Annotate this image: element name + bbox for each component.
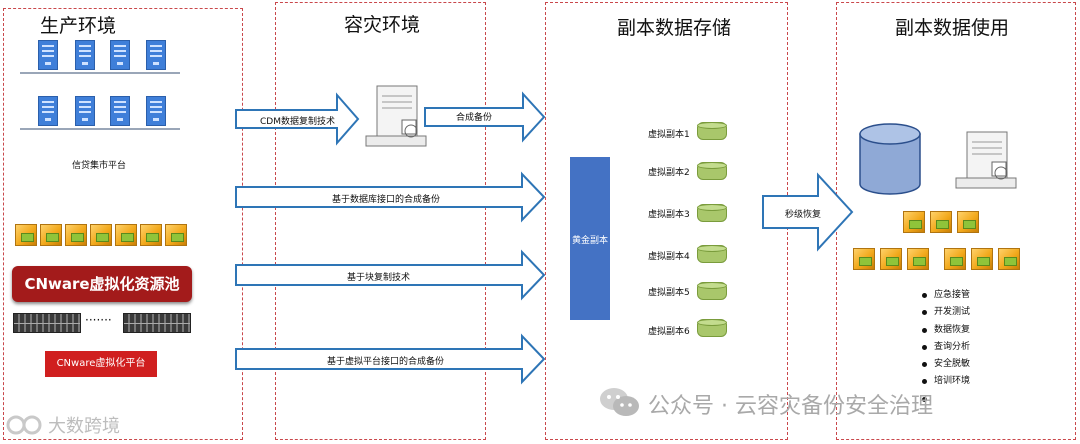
disk-icon xyxy=(697,204,727,222)
server-icon xyxy=(75,40,95,70)
storage-rack-icon xyxy=(13,313,81,333)
replica-storage-title: 副本数据存储 xyxy=(617,17,732,39)
vm-cube-icon xyxy=(165,224,187,246)
vm-cube-icon xyxy=(90,224,112,246)
vm-cube-icon xyxy=(930,211,952,233)
golden-copy-block: 黄金副本 xyxy=(570,157,610,320)
vm-cube-icon xyxy=(998,248,1020,270)
cdm-arrow-label: CDM数据复制技术 xyxy=(260,117,335,127)
server-icon xyxy=(110,40,130,70)
db-interface-arrow xyxy=(235,171,546,223)
cdm-arrow xyxy=(235,92,360,146)
list-item xyxy=(922,391,970,408)
disk-icon xyxy=(697,122,727,140)
block-replication-label: 基于块复制技术 xyxy=(347,273,411,283)
server-icon xyxy=(38,96,58,126)
list-item: 培训环境 xyxy=(922,373,970,390)
wechat-watermark: 公众号 · 云容灾备份安全治理 xyxy=(648,394,933,419)
virt-interface-backup-label: 基于虚拟平台接口的合成备份 xyxy=(327,357,445,367)
list-item: 开发测试 xyxy=(922,304,970,321)
second-recovery-arrow xyxy=(762,172,854,252)
production-title: 生产环境 xyxy=(40,15,117,37)
synthetic-backup-arrow xyxy=(424,91,546,143)
vm-cube-icon xyxy=(903,211,925,233)
list-item: 安全脱敏 xyxy=(922,356,970,373)
usage-server-icon xyxy=(955,131,1017,189)
list-item: 应急接管 xyxy=(922,287,970,304)
virtual-copy-label: 虚拟副本6 xyxy=(648,327,690,337)
vm-cube-icon xyxy=(140,224,162,246)
golden-copy-label: 黄金副本 xyxy=(571,236,608,246)
corner-logo-icon xyxy=(6,415,42,435)
vm-cube-icon xyxy=(115,224,137,246)
wechat-icon xyxy=(600,388,639,416)
usage-scenario-list: 应急接管 开发测试 数据恢复 查询分析 安全脱敏 培训环境 xyxy=(922,287,970,408)
credit-mart-platform-label: 信贷集市平台 xyxy=(72,161,127,171)
corner-watermark: 大数跨境 xyxy=(48,416,120,437)
virtualization-platform-box: CNware虚拟化平台 xyxy=(45,351,157,377)
rack-ellipsis: ······· xyxy=(85,313,112,327)
block-replication-arrow xyxy=(235,249,546,301)
virtual-copy-label: 虚拟副本5 xyxy=(648,288,690,298)
server-icon xyxy=(75,96,95,126)
synthetic-backup-label: 合成备份 xyxy=(456,113,493,123)
virt-interface-arrow xyxy=(235,333,546,385)
vm-cube-icon xyxy=(40,224,62,246)
vm-cube-icon xyxy=(15,224,37,246)
virtual-copy-label: 虚拟副本4 xyxy=(648,252,690,262)
second-recovery-label: 秒级恢复 xyxy=(785,210,822,220)
vm-cube-icon xyxy=(907,248,929,270)
virtual-copy-label: 虚拟副本1 xyxy=(648,130,690,140)
vm-cube-icon xyxy=(853,248,875,270)
disaster-recovery-title: 容灾环境 xyxy=(344,14,421,36)
server-icon xyxy=(146,40,166,70)
disaster-recovery-panel xyxy=(275,2,486,440)
virtual-copy-label: 虚拟副本2 xyxy=(648,168,690,178)
vm-cube-icon xyxy=(65,224,87,246)
vm-cube-icon xyxy=(880,248,902,270)
virtual-copy-label: 虚拟副本3 xyxy=(648,210,690,220)
vm-cube-icon xyxy=(957,211,979,233)
server-icon xyxy=(38,40,58,70)
storage-rack-icon xyxy=(123,313,191,333)
replica-usage-title: 副本数据使用 xyxy=(895,17,1010,39)
list-item: 查询分析 xyxy=(922,339,970,356)
production-panel xyxy=(3,8,243,440)
disk-icon xyxy=(697,282,727,300)
vm-cube-icon xyxy=(944,248,966,270)
dr-server-icon xyxy=(365,85,427,147)
db-interface-backup-label: 基于数据库接口的合成备份 xyxy=(332,195,441,205)
list-item: 数据恢复 xyxy=(922,322,970,339)
disk-icon xyxy=(697,319,727,337)
vm-cube-icon xyxy=(971,248,993,270)
resource-pool-label: CNware虚拟化资源池 xyxy=(24,275,180,293)
disk-icon xyxy=(697,162,727,180)
resource-pool-banner: CNware虚拟化资源池 xyxy=(12,266,192,302)
database-icon xyxy=(859,123,921,195)
server-icon xyxy=(146,96,166,126)
server-icon xyxy=(110,96,130,126)
virtualization-platform-label: CNware虚拟化平台 xyxy=(56,358,146,369)
disk-icon xyxy=(697,245,727,263)
